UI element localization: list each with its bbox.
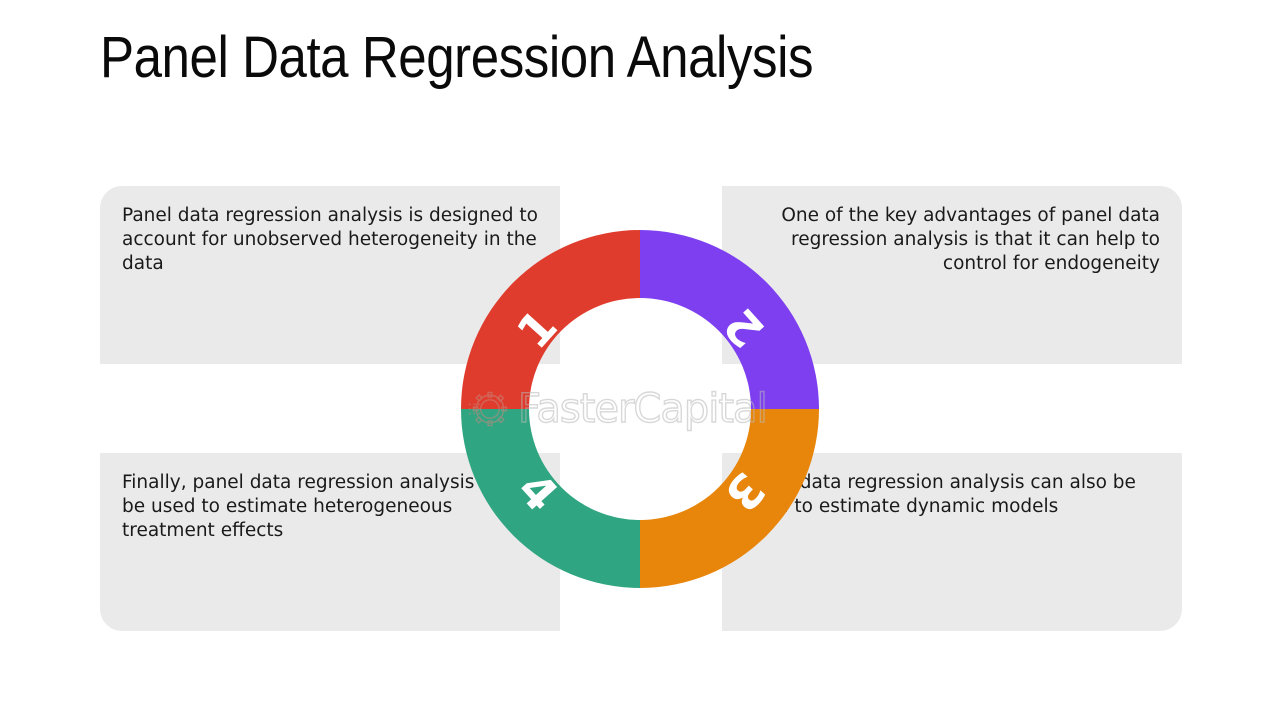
donut-segment-2[interactable] bbox=[640, 230, 819, 409]
info-card-1-text: Panel data regression analysis is design… bbox=[122, 205, 538, 274]
info-card-1: Panel data regression analysis is design… bbox=[100, 186, 560, 364]
donut-chart: 1 2 3 4 bbox=[461, 230, 819, 588]
donut-segment-4[interactable] bbox=[461, 409, 640, 588]
info-card-4-text: Finally, panel data regression analysis … bbox=[122, 472, 514, 541]
donut-segment-3[interactable] bbox=[640, 409, 819, 588]
page-title: Panel Data Regression Analysis bbox=[100, 25, 814, 90]
info-card-2-text: One of the key advantages of panel data … bbox=[781, 205, 1160, 274]
donut-segment-1[interactable] bbox=[461, 230, 640, 409]
